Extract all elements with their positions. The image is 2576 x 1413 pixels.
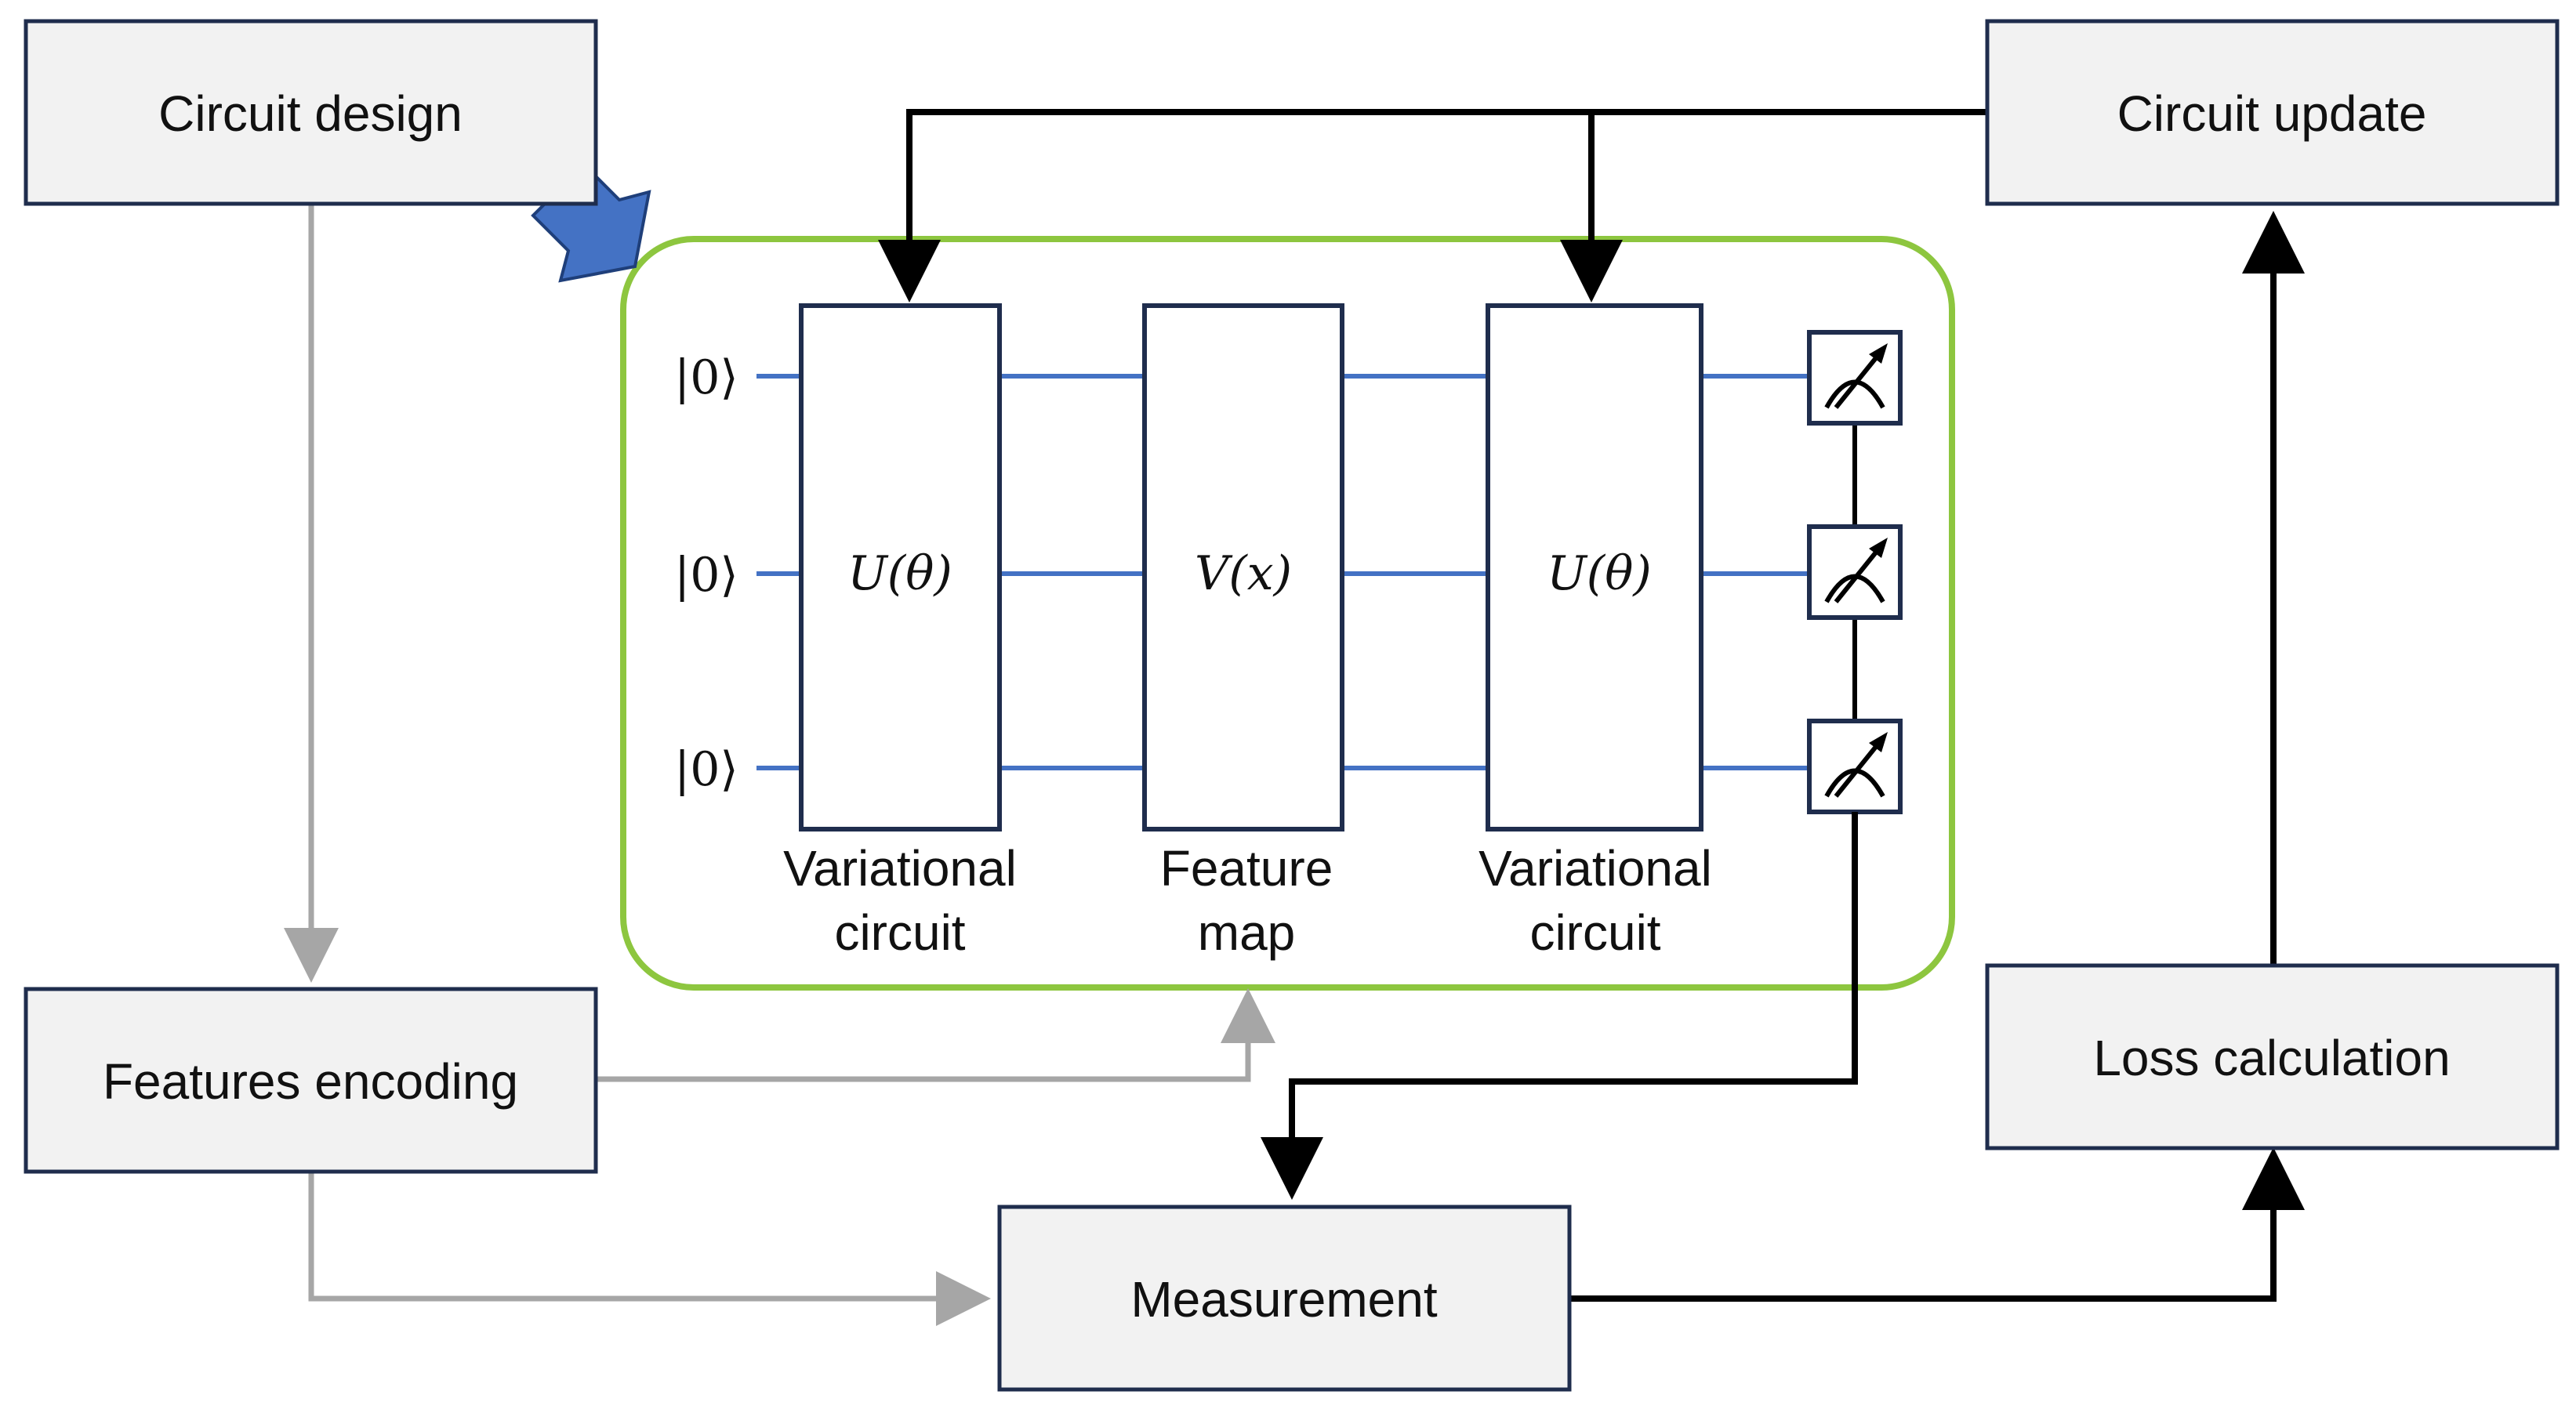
loss-calculation-box: Loss calculation [1985,963,2560,1150]
circuit-design-box: Circuit design [24,19,598,206]
gate-symbol-2: V(x) [1195,546,1292,601]
gate-box-1 [799,303,1002,831]
update-arrows [878,109,1987,303]
circuit-frame [620,236,1955,991]
gate-box-3 [1486,303,1703,831]
gate-symbol-1: U(θ) [847,546,952,601]
qubit-label-1: |0⟩ [674,350,738,405]
circuit-update-box: Circuit update [1985,19,2560,206]
measurement-to-loss-arrow [1569,1147,2305,1302]
features-encoding-label: Features encoding [103,1053,518,1110]
qubit-label-2: |0⟩ [674,548,738,603]
loss-calculation-label: Loss calculation [2093,1030,2450,1086]
measurement-box: Measurement [997,1205,1572,1392]
gate-caption-3a: Variational [1478,840,1712,897]
gate-box-2 [1142,303,1344,831]
gate-caption-2b: map [1198,904,1296,961]
circuit-update-label: Circuit update [2117,85,2427,142]
qubit-wires [756,374,1807,770]
qubit-label-3: |0⟩ [674,742,738,797]
meter-icon-3 [1807,719,1903,814]
meter-icon-2 [1807,524,1903,620]
circuit-design-label: Circuit design [158,85,463,142]
gate-caption-1a: Variational [783,840,1017,897]
meter-to-measurement-arrow [1261,812,1858,1200]
features-encoding-box: Features encoding [24,987,598,1174]
measurement-label: Measurement [1130,1271,1438,1328]
gray-arrows [284,205,1275,1326]
meter-icon-1 [1807,330,1903,426]
gate-symbol-3: U(θ) [1547,546,1652,601]
gate-caption-2a: Feature [1160,840,1333,897]
gate-caption-1b: circuit [834,904,965,961]
gate-caption-3b: circuit [1529,904,1660,961]
